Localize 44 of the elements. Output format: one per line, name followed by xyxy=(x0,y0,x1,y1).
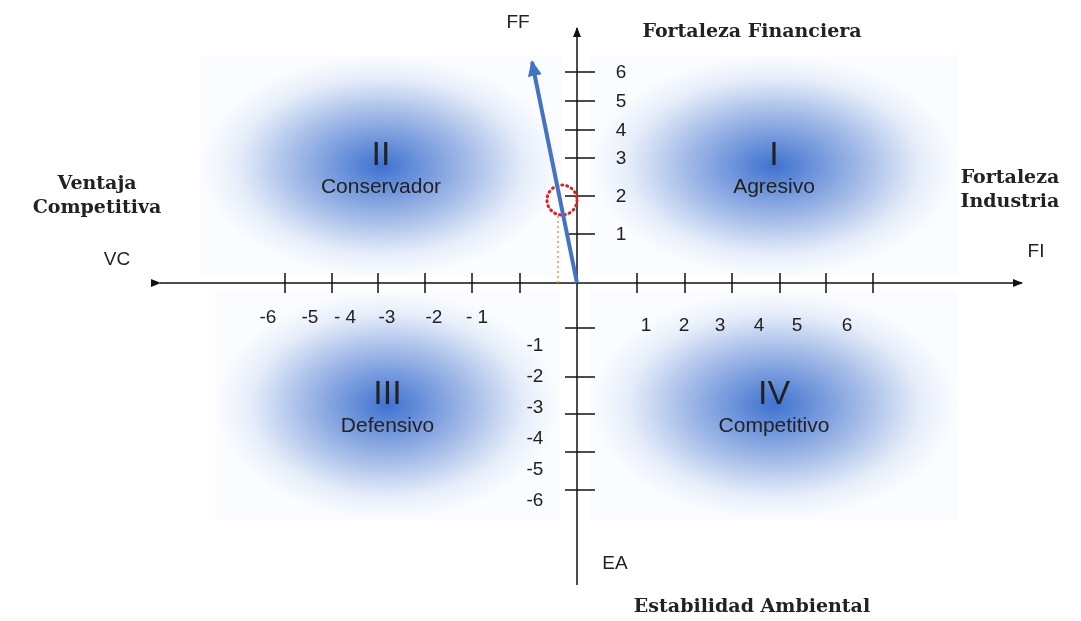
axis-title: Estabilidad Ambiental xyxy=(633,593,871,617)
tick-label: 4 xyxy=(753,314,765,336)
quadrant-panel xyxy=(215,290,560,520)
tick-label: 5 xyxy=(615,90,627,112)
axis-title: Ventaja Competitiva xyxy=(31,170,163,218)
tick-label: -3 xyxy=(378,306,396,328)
tick-label: 1 xyxy=(640,314,652,336)
tick-label: 6 xyxy=(615,61,627,83)
tick-label: 3 xyxy=(615,147,627,169)
tick-label: -2 xyxy=(526,365,544,387)
quadrant-name: Competitivo xyxy=(718,413,830,437)
tick-label: -4 xyxy=(526,427,544,449)
axis-label: EA xyxy=(602,552,628,574)
axis-label: FI xyxy=(1027,240,1045,262)
tick-label: -2 xyxy=(425,306,443,328)
tick-label: 2 xyxy=(615,185,627,207)
quadrant-name: Defensivo xyxy=(340,413,435,437)
quadrant-number: IV xyxy=(757,373,791,411)
tick-label: 3 xyxy=(714,314,726,336)
tick-label: -6 xyxy=(259,306,277,328)
axis-label: FF xyxy=(506,11,530,33)
tick-label: -1 xyxy=(526,334,544,356)
tick-label: -3 xyxy=(526,396,544,418)
tick-label: 6 xyxy=(841,314,853,336)
quadrant-name: Agresivo xyxy=(733,174,815,198)
tick-label: 2 xyxy=(678,314,690,336)
tick-label: -6 xyxy=(526,489,544,511)
quadrant-number: III xyxy=(373,373,402,411)
quadrant-number: I xyxy=(769,134,779,172)
tick-label: 5 xyxy=(791,314,803,336)
quadrant-panel xyxy=(590,290,958,520)
quadrant-name: Conservador xyxy=(320,174,442,198)
tick-label: - 4 xyxy=(333,306,357,328)
tick-label: - 1 xyxy=(465,306,489,328)
quadrant-panel xyxy=(590,55,958,277)
tick-label: 1 xyxy=(615,223,627,245)
tick-label: -5 xyxy=(301,306,319,328)
axis-label: VC xyxy=(103,248,131,270)
quadrant-number: II xyxy=(371,134,391,172)
tick-label: -5 xyxy=(526,458,544,480)
axis-title: Fortaleza Financiera xyxy=(642,18,862,42)
tick-label: 4 xyxy=(615,119,627,141)
axis-title: Fortaleza Industria xyxy=(959,164,1061,212)
quadrant-panel xyxy=(200,55,562,277)
